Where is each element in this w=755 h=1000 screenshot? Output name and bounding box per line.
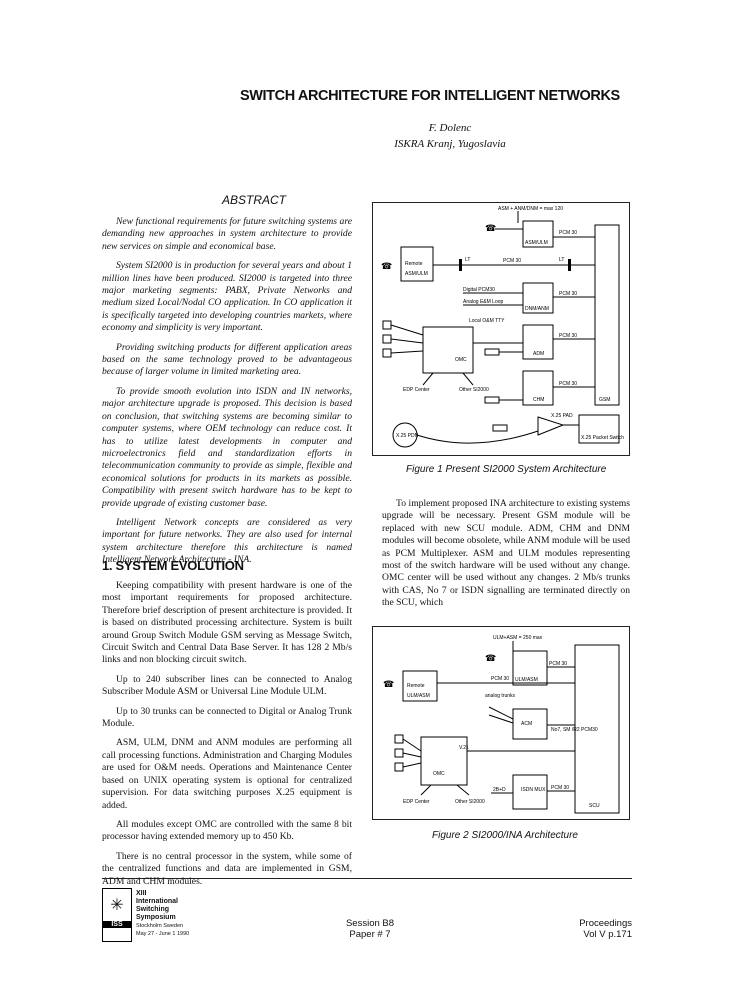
session-info: Session B8 Paper # 7	[340, 918, 400, 940]
author-block: F. Dolenc ISKRA Kranj, Yugoslavia	[380, 120, 520, 152]
phone-icon: ☎	[381, 261, 392, 271]
fig1-pcm-label: PCM 30	[559, 333, 577, 339]
logo-line: International	[136, 898, 179, 905]
logo-line: Switching	[136, 906, 170, 913]
fig2-pcm-label: PCM 30	[551, 785, 569, 791]
fig1-other: Other SI2000	[459, 387, 489, 393]
fig1-edp: EDP Center	[403, 387, 430, 393]
phone-icon: ☎	[485, 223, 496, 233]
fig1-lt2: LT	[559, 257, 564, 263]
fig2-edp: EDP Center	[403, 799, 430, 805]
section-paragraph: All modules except OMC are controlled wi…	[102, 818, 352, 843]
abstract-paragraph: Intelligent Network concepts are conside…	[102, 516, 352, 566]
conference-name: XIII International Switching Symposium S…	[136, 890, 189, 938]
phone-icon: ☎	[383, 679, 394, 689]
author-affiliation: ISKRA Kranj, Yugoslavia	[394, 138, 506, 150]
fig2-v21: V.21	[459, 745, 469, 751]
fig2-other: Other SI2000	[455, 799, 485, 805]
fig2-analog: analog trunks	[485, 693, 516, 699]
section-body: Keeping compatibility with present hardw…	[102, 580, 352, 895]
section-paragraph: Up to 30 trunks can be connected to Digi…	[102, 705, 352, 730]
figure-1-caption: Figure 1 Present SI2000 System Architect…	[406, 464, 607, 475]
figure-2: ULM+ASM = 250 max ULM/ASM PCM 30 ☎ ☎ Rem…	[372, 626, 630, 820]
fig1-pcm-label: PCM 30	[559, 381, 577, 387]
section-paragraph: There is no central processor in the sys…	[102, 850, 352, 887]
proceedings-label: Proceedings	[579, 918, 632, 929]
fig1-packet: X.25 Packet Switch	[581, 435, 624, 441]
fig1-top-label: ASM + ANM/DNM = max 120	[498, 206, 563, 212]
fig2-2bd: 2B+D	[493, 787, 506, 793]
section-paragraph: Up to 240 subscriber lines can be connec…	[102, 673, 352, 698]
section-paragraph: ASM, ULM, DNM and ANM modules are perfor…	[102, 737, 352, 811]
fig1-local: Local O&M TTY	[469, 318, 505, 324]
fig1-gsm: GSM	[599, 397, 610, 403]
figure-2-caption: Figure 2 SI2000/INA Architecture	[432, 830, 578, 841]
fig1-digital: Digital PCM30	[463, 287, 495, 293]
abstract-paragraph: To provide smooth evolution into ISDN an…	[102, 385, 352, 509]
proceedings-info: Proceedings Vol V p.171	[560, 918, 632, 940]
logo-line: May 27 - June 1 1990	[136, 931, 190, 937]
fig2-isdn: ISDN MUX	[521, 787, 546, 793]
fig1-x25pdn: X.25 PDN	[396, 433, 419, 439]
logo-line: Stockholm Sweden	[136, 923, 184, 929]
fig2-ulm-asm: ULM/ASM	[515, 677, 538, 683]
fig1-dnm: DNM/ANM	[525, 306, 549, 312]
abstract-paragraph: System SI2000 is in production for sever…	[102, 260, 352, 334]
fig1-pcm-mid: PCM 30	[503, 258, 521, 264]
logo-line: Symposium	[136, 914, 176, 921]
session-label: Session B8	[345, 918, 395, 929]
fig2-omc: OMC	[433, 771, 445, 777]
abstract-heading: ABSTRACT	[222, 193, 287, 207]
fig1-adm: ADM	[533, 351, 544, 357]
fig1-remote-box-label: ASM/ULM	[405, 271, 428, 277]
fig2-remote-box: ULM/ASM	[407, 693, 430, 699]
author-name: F. Dolenc	[428, 122, 472, 134]
paper-title: SWITCH ARCHITECTURE FOR INTELLIGENT NETW…	[240, 88, 620, 104]
right-column-paragraph: To implement proposed INA architecture t…	[382, 498, 630, 609]
logo-mark: ISS	[103, 921, 131, 928]
fig1-omc: OMC	[455, 357, 467, 363]
fig1-chm: CHM	[533, 397, 544, 403]
fig1-x25pad: X.25 PAD	[551, 413, 573, 419]
fig1-pcm-label: PCM 30	[559, 230, 577, 236]
phone-icon: ☎	[485, 653, 496, 663]
fig2-top-label: ULM+ASM = 250 max	[493, 635, 543, 641]
paper-label: Paper # 7	[349, 929, 391, 940]
fig2-pcm-label: PCM 30	[549, 661, 567, 667]
abstract-paragraph: Providing switching products for differe…	[102, 341, 352, 378]
fig1-pcm-label: PCM 30	[559, 291, 577, 297]
abstract-body: New functional requirements for future s…	[102, 216, 352, 574]
section-heading: 1. SYSTEM EVOLUTION	[102, 558, 244, 573]
fig2-remote: Remote	[407, 683, 425, 689]
star-icon: ✳	[110, 897, 124, 914]
fig1-asm-label: ASM/ULM	[525, 240, 548, 246]
fig2-acm: ACM	[521, 721, 532, 727]
footer-rule	[102, 878, 632, 879]
logo-line: XIII	[136, 890, 147, 897]
abstract-paragraph: New functional requirements for future s…	[102, 216, 352, 252]
fig1-remote-label: Remote	[405, 261, 423, 267]
section-paragraph: Keeping compatibility with present hardw…	[102, 580, 352, 666]
volume-label: Vol V p.171	[583, 929, 632, 940]
figure-1: ASM + ANM/DNM = max 120 ASM/ULM PCM 30 ☎…	[372, 202, 630, 456]
conference-logo: ✳ ISS	[102, 888, 132, 942]
right-column-text: To implement proposed INA architecture t…	[382, 498, 630, 610]
fig2-pcm-label: PCM 30	[491, 676, 509, 682]
fig2-scu: SCU	[589, 803, 600, 809]
fig2-no7: No7, SM /R2 PCM30	[551, 727, 598, 733]
fig1-lt1: LT	[465, 257, 470, 263]
fig1-analog: Analog E&M Loop	[463, 299, 504, 305]
